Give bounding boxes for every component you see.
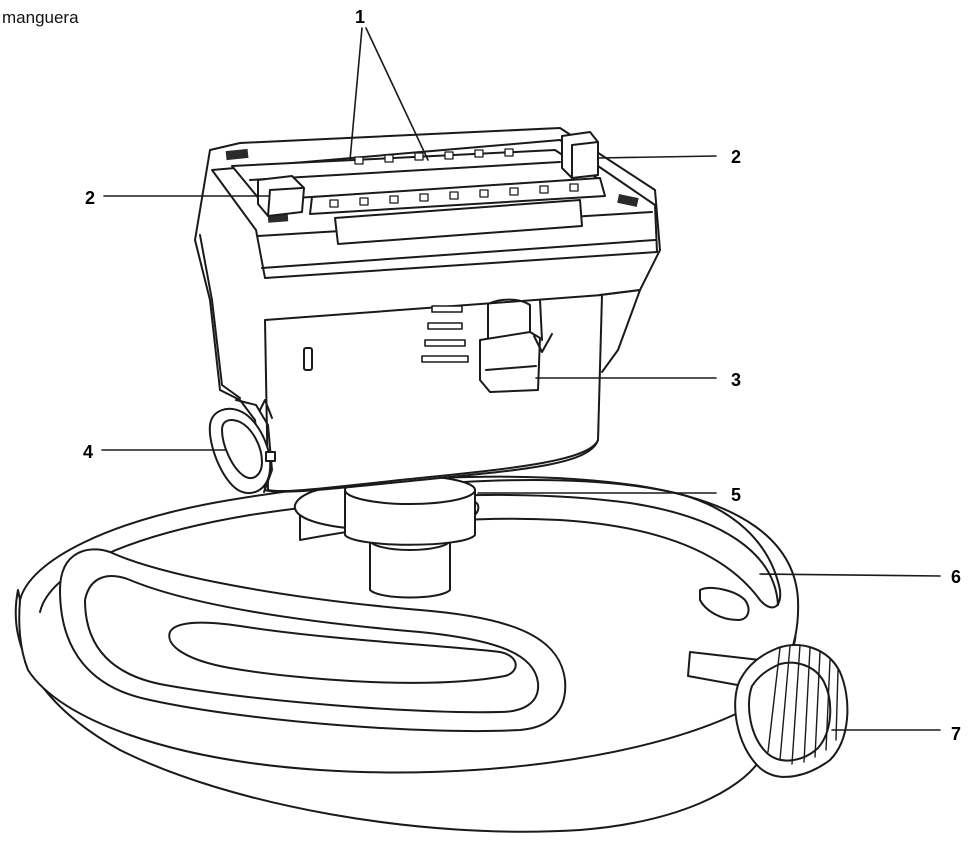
hose-connector: [734, 644, 849, 778]
callout-7: 7: [951, 724, 962, 744]
callout-1: 1: [355, 7, 366, 27]
callout-2-right: 2: [731, 147, 742, 167]
callout-5: 5: [731, 485, 742, 505]
leader-lines: [101, 27, 941, 731]
caption-text: manguera: [2, 8, 79, 27]
callout-4: 4: [83, 442, 94, 462]
sprinkler-body: [194, 127, 661, 495]
sled-base: [14, 475, 800, 833]
callout-6: 6: [951, 567, 962, 587]
callout-3: 3: [731, 370, 742, 390]
callout-2-left: 2: [85, 188, 96, 208]
